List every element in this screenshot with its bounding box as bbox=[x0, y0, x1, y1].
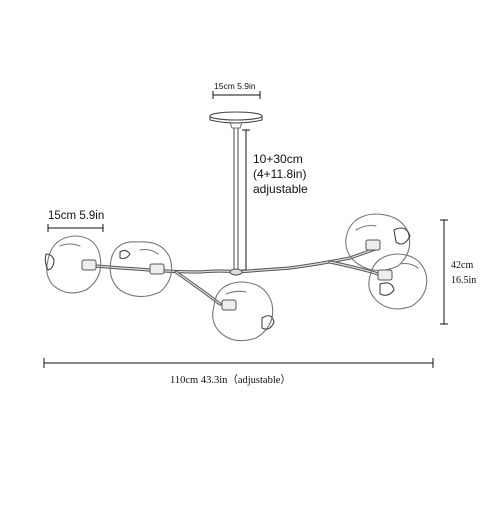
canopy-dimension-label: 15cm 5.9in bbox=[214, 81, 256, 91]
height-dimension-label-in: 16.5in bbox=[451, 275, 476, 286]
branch-arms bbox=[94, 246, 386, 306]
height-dimension: 42cm 16.5in bbox=[440, 219, 476, 325]
ceiling-canopy bbox=[209, 111, 263, 129]
glass-globe-4 bbox=[345, 213, 411, 272]
rod-dimension: 10+30cm (4+11.8in) adjustable bbox=[242, 129, 308, 271]
globe-dimension: 15cm 5.9in bbox=[47, 210, 104, 232]
width-dimension-label: 110cm 43.3in（adjustable） bbox=[170, 374, 291, 386]
globe-dimension-label: 15cm 5.9in bbox=[48, 210, 104, 222]
rod-dimension-label-1: 10+30cm bbox=[253, 152, 303, 166]
glass-globe-5 bbox=[368, 253, 428, 310]
rod-dimension-label-3: adjustable bbox=[253, 182, 308, 196]
suspension-rod bbox=[233, 128, 239, 272]
height-dimension-label-cm: 42cm bbox=[451, 260, 473, 271]
glass-globe-1 bbox=[44, 235, 102, 294]
canopy-dimension: 15cm 5.9in bbox=[212, 81, 261, 99]
width-dimension: 110cm 43.3in（adjustable） bbox=[43, 358, 434, 386]
glass-globe-3 bbox=[212, 281, 275, 342]
rod-dimension-label-2: (4+11.8in) bbox=[253, 167, 306, 181]
glass-globe-2 bbox=[109, 241, 173, 298]
